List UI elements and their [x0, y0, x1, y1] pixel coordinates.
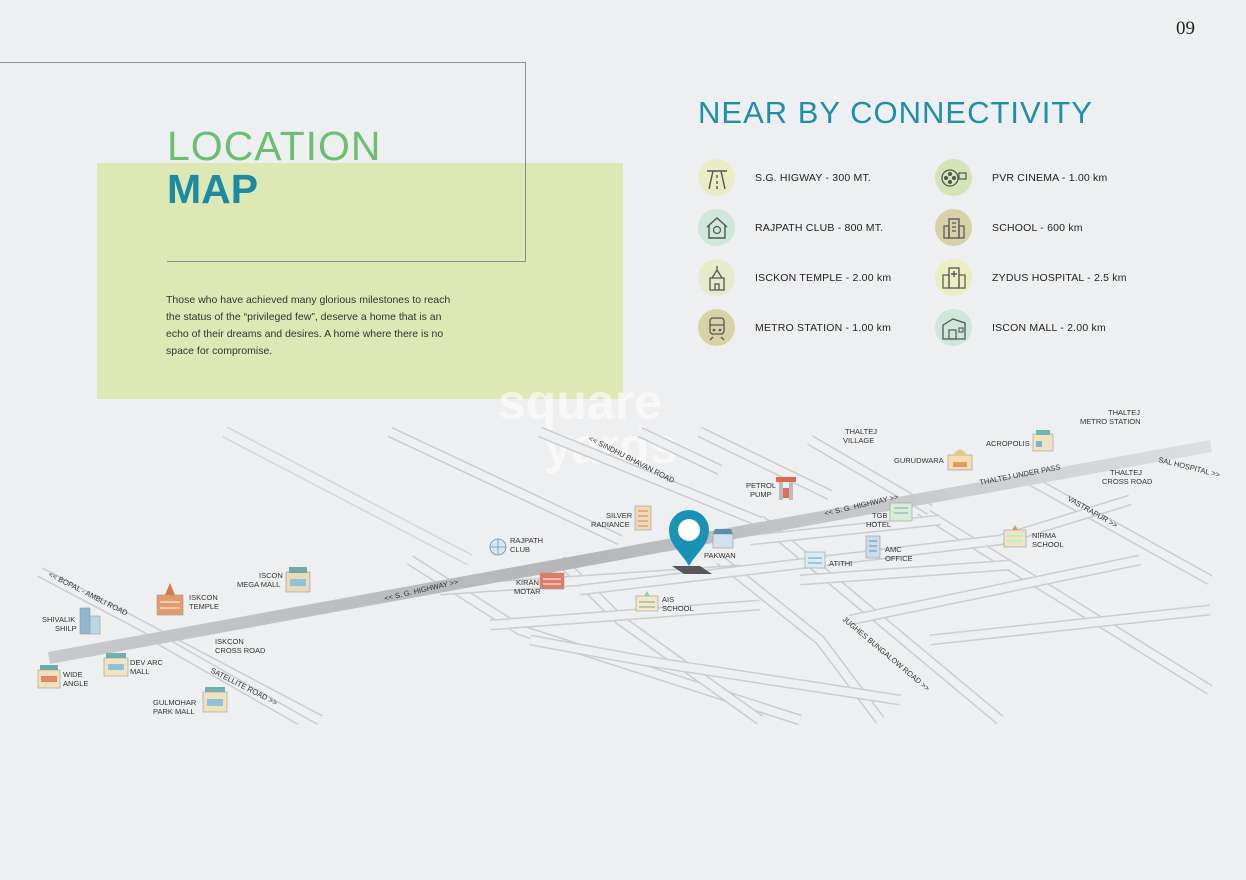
connectivity-label: S.G. HIGWAY - 300 MT.	[755, 171, 872, 184]
connectivity-label: ISCON MALL - 2.00 km	[992, 321, 1106, 334]
connectivity-item: PVR CINEMA - 1.00 km	[935, 159, 1107, 196]
location-pin-icon	[669, 510, 712, 574]
location-map: << S. G. HIGHWAY >> << S. G. HIGHWAY >> …	[37, 408, 1222, 726]
connectivity-label: ZYDUS HOSPITAL - 2.5 km	[992, 271, 1127, 284]
pakwan-icon	[712, 529, 734, 549]
wide-angle-icon	[37, 665, 61, 689]
connectivity-label: PVR CINEMA - 1.00 km	[992, 171, 1108, 184]
connectivity-item: ISCON MALL - 2.00 km	[935, 309, 1106, 346]
shivalik-shilp-icon	[79, 607, 101, 635]
iscon-mega-mall-icon	[285, 567, 311, 593]
road-network	[37, 426, 1213, 726]
frame-right-line	[525, 62, 526, 262]
highway-icon	[698, 159, 735, 196]
iskcon-temple-icon	[156, 583, 184, 616]
mall-icon	[935, 309, 972, 346]
hospital-icon	[935, 259, 972, 296]
connectivity-item: ZYDUS HOSPITAL - 2.5 km	[935, 259, 1127, 296]
page-title-line2: MAP	[167, 166, 259, 212]
road-label-sal-hospital: SAL HOSPITAL >>	[1158, 455, 1222, 479]
frame-bottom-line	[167, 261, 526, 262]
acropolis-mall-icon	[1032, 430, 1054, 452]
tgb-hotel-icon	[889, 502, 913, 522]
description-text: Those who have achieved many glorious mi…	[166, 294, 451, 357]
connectivity-item: METRO STATION - 1.00 km	[698, 309, 891, 346]
dev-arc-mall-icon	[103, 653, 129, 677]
connectivity-heading: NEAR BY CONNECTIVITY	[698, 95, 1093, 130]
frame-top-line	[0, 62, 526, 63]
green-highlight-box	[97, 163, 623, 399]
rajpath-club-icon	[489, 538, 507, 556]
atithi-icon	[804, 551, 826, 569]
connectivity-label: RAJPATH CLUB - 800 MT.	[755, 221, 884, 234]
page-number: 09	[1176, 18, 1195, 39]
connectivity-item: S.G. HIGWAY - 300 MT.	[698, 159, 871, 196]
connectivity-label: ISCKON TEMPLE - 2.00 km	[755, 271, 892, 284]
club-house-icon	[698, 209, 735, 246]
gurudwara-icon	[947, 449, 973, 471]
metro-train-icon	[698, 309, 735, 346]
label-gurudwara: GURUDWARA	[894, 456, 944, 465]
gulmohar-park-mall-icon	[202, 687, 228, 713]
sg-highway	[48, 440, 1212, 664]
connectivity-item: ISCKON TEMPLE - 2.00 km	[698, 259, 891, 296]
connectivity-label: SCHOOL - 600 km	[992, 221, 1083, 234]
connectivity-item: RAJPATH CLUB - 800 MT.	[698, 209, 883, 246]
ais-school-icon	[635, 591, 659, 612]
kiran-motar-icon	[539, 572, 565, 590]
page-title-line1: LOCATION	[167, 123, 382, 169]
label-atithi: ATITHI	[829, 559, 852, 568]
label-acropolis: ACROPOLIS	[986, 439, 1030, 448]
temple-icon	[698, 259, 735, 296]
connectivity-item: SCHOOL - 600 km	[935, 209, 1083, 246]
building-icons	[37, 430, 1054, 713]
silver-radiance-icon	[634, 505, 652, 531]
petrol-pump-icon	[776, 477, 796, 500]
watermark-line1: square	[498, 374, 662, 430]
connectivity-label: METRO STATION - 1.00 km	[755, 321, 892, 334]
nirma-school-icon	[1003, 525, 1027, 548]
film-reel-icon	[935, 159, 972, 196]
amc-office-icon	[865, 535, 881, 559]
school-icon	[935, 209, 972, 246]
label-pakwan: PAKWAN	[704, 551, 736, 560]
